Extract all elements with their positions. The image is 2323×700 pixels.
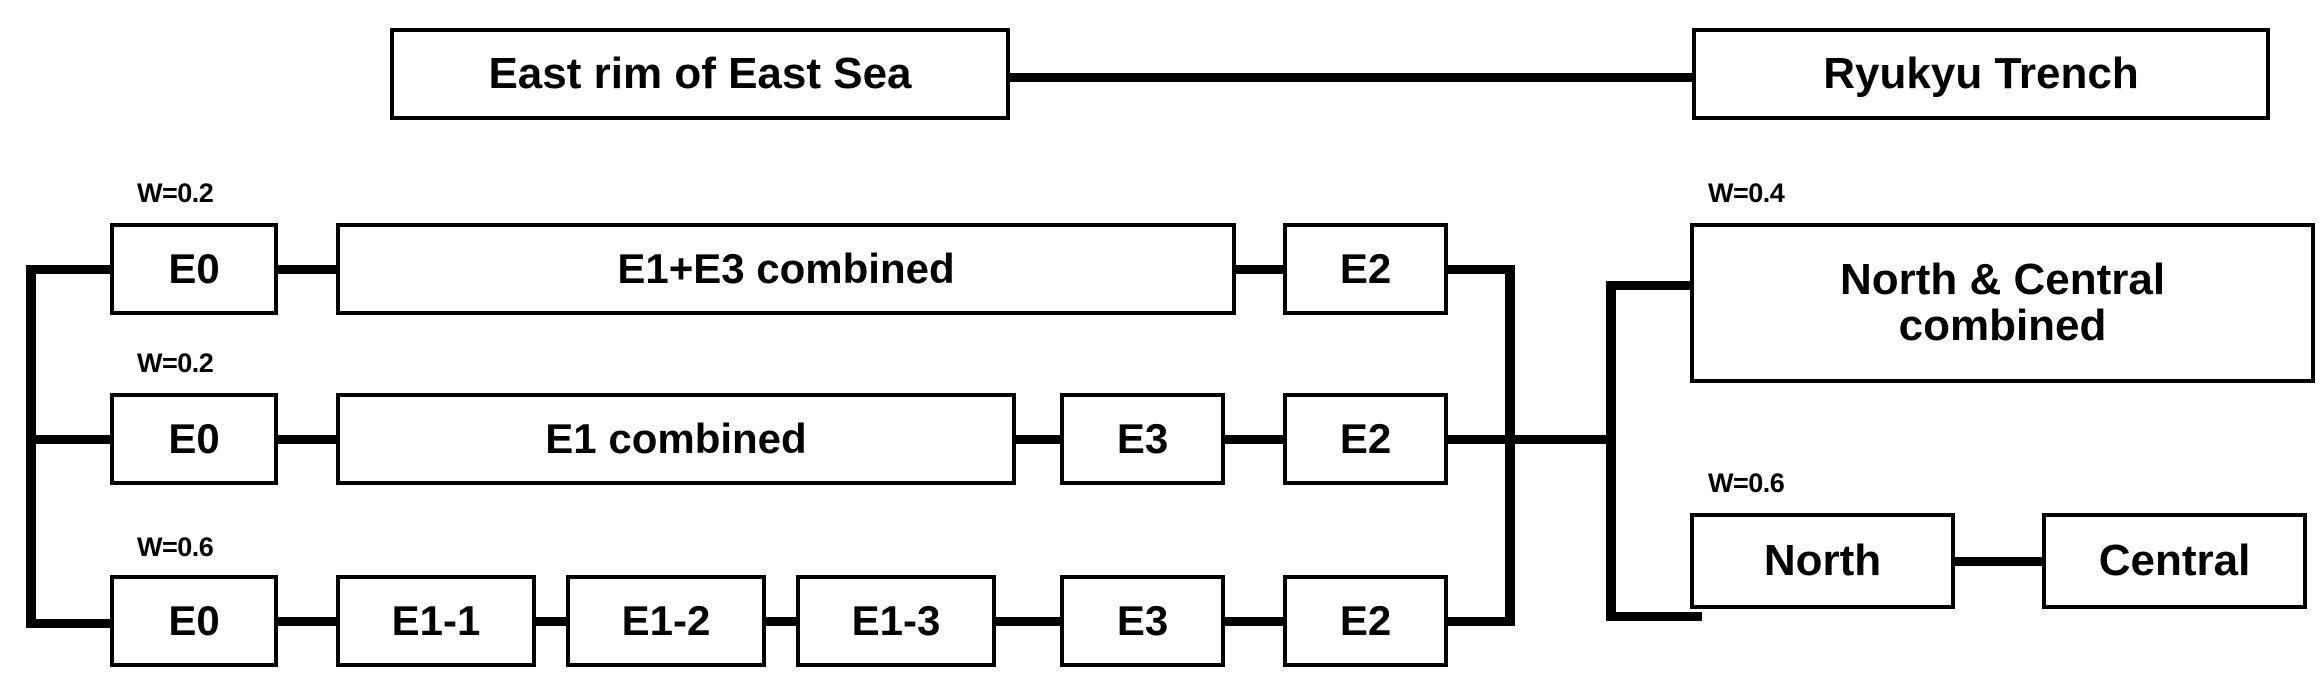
box-east-rim-of-east-sea: East rim of East Sea	[390, 28, 1010, 120]
box-central: Central	[2042, 513, 2307, 609]
box-branch1-e1-e3-combined: E1+E3 combined	[336, 223, 1236, 315]
connector-left-bracket-stub-3	[26, 619, 116, 628]
box-north-and-central-combined: North & Central combined	[1690, 223, 2315, 383]
connector-branch3-e3-to-e2	[1219, 617, 1289, 626]
box-branch3-e0: E0	[110, 575, 278, 667]
weight-label-right-branch-1: W=0.4	[1708, 178, 1785, 208]
connector-north-to-central	[1948, 557, 2048, 566]
weight-label-right-branch-2: W=0.6	[1708, 468, 1785, 498]
connector-left-bracket-spine	[26, 265, 36, 628]
connector-e2-merge-to-split	[1442, 435, 1615, 444]
box-branch2-e2: E2	[1283, 393, 1448, 485]
box-branch3-e3: E3	[1060, 575, 1225, 667]
connector-left-bracket-stub-2	[26, 435, 116, 444]
box-branch1-e2: E2	[1283, 223, 1448, 315]
connector-e2-row1-out	[1442, 265, 1514, 274]
connector-e2-row3-out	[1442, 617, 1514, 626]
connector-branch1-e0-to-e1e3	[270, 265, 342, 274]
connector-branch3-e13-to-e3	[990, 617, 1068, 626]
box-branch2-e3: E3	[1060, 393, 1225, 485]
connector-branch3-e11-to-e12	[530, 617, 572, 626]
weight-label-branch-3: W=0.6	[137, 532, 214, 562]
connector-branch3-e0-to-e11	[270, 617, 342, 626]
connector-branch2-e0-to-e1	[270, 435, 342, 444]
box-north: North	[1690, 513, 1955, 609]
connector-toprow	[1000, 73, 1700, 82]
box-branch3-e1-1: E1-1	[336, 575, 536, 667]
box-ryukyu-trench: Ryukyu Trench	[1692, 28, 2270, 120]
box-branch3-e1-2: E1-2	[566, 575, 766, 667]
box-branch3-e1-3: E1-3	[796, 575, 996, 667]
weight-label-branch-2: W=0.2	[137, 348, 214, 378]
weight-label-branch-1: W=0.2	[137, 178, 214, 208]
connector-branch1-e1e3-to-e2	[1230, 265, 1290, 274]
connector-branch2-e3-to-e2	[1219, 435, 1289, 444]
connector-left-bracket-stub-1	[26, 265, 116, 274]
connector-right-split-spine	[1606, 281, 1616, 621]
box-branch3-e2: E2	[1283, 575, 1448, 667]
box-branch2-e0: E0	[110, 393, 278, 485]
box-branch1-e0: E0	[110, 223, 278, 315]
connector-e2-merge-spine	[1505, 265, 1515, 626]
connector-branch2-e1-to-e3	[1010, 435, 1070, 444]
box-branch2-e1-combined: E1 combined	[336, 393, 1016, 485]
connector-branch3-e12-to-e13	[760, 617, 802, 626]
connector-right-split-stub-bottom	[1606, 612, 1702, 621]
connector-right-split-stub-top	[1606, 281, 1702, 290]
